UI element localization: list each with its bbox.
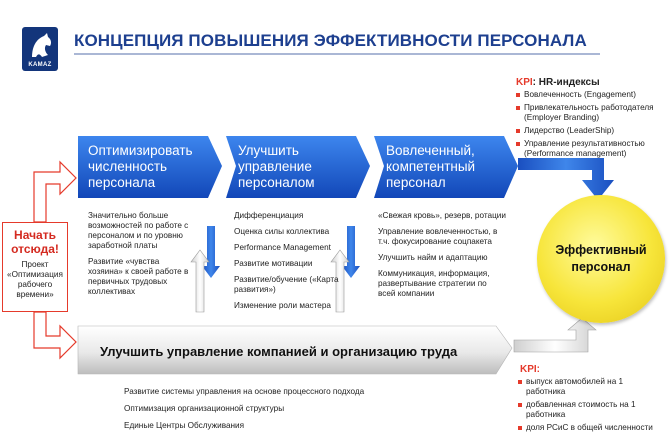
column-1-item: Развитие «чувства хозяина» к своей работ… bbox=[88, 257, 189, 296]
kpi-bottom-heading: KPI: bbox=[520, 364, 540, 375]
logo-text: KAMAZ bbox=[28, 62, 52, 68]
bottom-item: Оптимизация организационной структуры bbox=[124, 404, 285, 413]
kpi-top-item: Привлекательность работодателя (Employer… bbox=[516, 103, 668, 123]
start-title: Начать отсюда! bbox=[11, 228, 59, 256]
bottom-item: Единые Центры Обслуживания bbox=[124, 421, 245, 430]
red-arrow-down bbox=[33, 311, 77, 360]
effective-personnel-label: Эффективный персонал bbox=[555, 243, 647, 274]
bottom-list: Развитие системы управления на основе пр… bbox=[124, 387, 504, 438]
kpi-top-item: Управление результативностью (Performanc… bbox=[516, 139, 668, 159]
arrow-label-1: Оптимизировать численность персонала bbox=[88, 143, 193, 190]
arrow-shape-1 bbox=[78, 136, 222, 198]
kpi-top-label-rest: : HR-индексы bbox=[532, 77, 600, 88]
connector-bottom-to-circle bbox=[513, 317, 597, 353]
up-arrow-2 bbox=[330, 249, 350, 313]
bottom-arrow-shape bbox=[77, 325, 513, 375]
arrow-label-2: Улучшить управление персоналом bbox=[238, 143, 315, 190]
kpi-top-label: KPI bbox=[516, 77, 533, 88]
kpi-top-heading: KPI: HR-индексы bbox=[516, 77, 600, 88]
kpi-top-list: Вовлеченность (Engagement) Привлекательн… bbox=[516, 90, 668, 162]
kpi-top-item: Лидерство (LeaderShip) bbox=[516, 126, 668, 136]
up-arrow-1 bbox=[190, 249, 210, 313]
arrow-label-3: Вовлеченный, компетентный персонал bbox=[386, 143, 476, 190]
kpi-top-item: Вовлеченность (Engagement) bbox=[516, 90, 668, 100]
column-2: Дифференциация Оценка силы коллектива Pe… bbox=[234, 211, 346, 317]
column-2-item: Performance Management bbox=[234, 243, 331, 252]
column-3-item: Улучшить найм и адаптацию bbox=[378, 253, 488, 262]
column-2-item: Изменение роли мастера bbox=[234, 301, 331, 310]
horse-icon bbox=[32, 33, 52, 57]
column-2-item: Оценка силы коллектива bbox=[234, 227, 330, 236]
page-title: КОНЦЕПЦИЯ ПОВЫШЕНИЯ ЭФФЕКТИВНОСТИ ПЕРСОН… bbox=[74, 31, 587, 50]
arrow-shape-2 bbox=[226, 136, 370, 198]
bottom-arrow-label: Улучшить управление компанией и организа… bbox=[100, 344, 458, 359]
kpi-bottom-label: KPI: bbox=[520, 364, 540, 375]
column-2-item: Развитие мотивации bbox=[234, 259, 313, 268]
arrow-shape-3 bbox=[374, 136, 518, 198]
kpi-bottom-list: выпуск автомобилей на 1 работника добавл… bbox=[518, 377, 658, 436]
column-2-item: Развитие/обучение («Карта развития») bbox=[234, 275, 339, 294]
column-1-item: Значительно больше возможностей по работ… bbox=[88, 211, 189, 250]
kpi-bottom-item: выпуск автомобилей на 1 работника bbox=[518, 377, 658, 397]
column-3: «Свежая кровь», резерв, ротации Управлен… bbox=[378, 211, 506, 305]
connector-arrow-to-circle bbox=[518, 158, 614, 200]
down-arrow-1 bbox=[202, 226, 220, 278]
column-3-item: Управление вовлеченностью, в т.ч. фокуси… bbox=[378, 227, 498, 246]
bottom-item: Развитие системы управления на основе пр… bbox=[124, 387, 365, 396]
red-arrow-up bbox=[33, 160, 77, 223]
kamaz-logo bbox=[22, 27, 58, 71]
effective-personnel-circle: Эффективный персонал bbox=[537, 195, 665, 323]
column-3-item: Коммуникация, информация, развертывание … bbox=[378, 269, 490, 298]
start-box: Начать отсюда! Проект «Оптимизация рабоч… bbox=[2, 222, 68, 312]
start-subtitle: Проект «Оптимизация рабочего времени» bbox=[7, 260, 63, 299]
column-3-item: «Свежая кровь», резерв, ротации bbox=[378, 211, 506, 220]
column-1: Значительно больше возможностей по работ… bbox=[88, 211, 196, 303]
kpi-bottom-item: доля РСиС в общей численности bbox=[518, 423, 658, 433]
column-2-item: Дифференциация bbox=[234, 211, 304, 220]
kpi-bottom-item: добавленная стоимость на 1 работника bbox=[518, 400, 658, 420]
down-arrow-2 bbox=[342, 226, 360, 278]
